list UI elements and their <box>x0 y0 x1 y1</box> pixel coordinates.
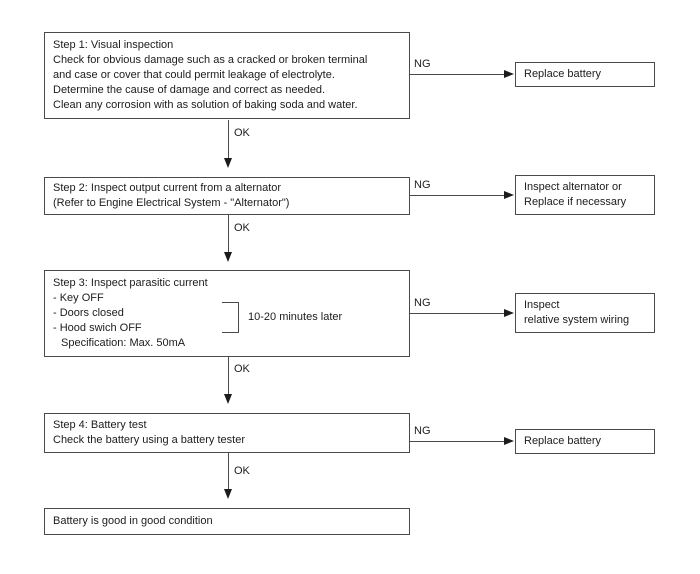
arrow-down-icon <box>224 252 232 262</box>
arrow-right-icon <box>504 309 514 317</box>
ng-label: NG <box>414 58 431 70</box>
arrow-right-icon <box>504 191 514 199</box>
text-line: Inspect alternator or <box>524 181 622 193</box>
ng-arrow-line <box>410 313 504 314</box>
text-line: Check the battery using a battery tester <box>53 434 245 446</box>
text-line: - Key OFF <box>53 292 104 304</box>
text-line: Step 1: Visual inspection <box>53 39 174 51</box>
text-line: Replace if necessary <box>524 196 627 208</box>
ok-label: OK <box>234 127 250 139</box>
step3-parasitic-current-box: Step 3: Inspect parasitic current - Key … <box>44 270 410 357</box>
arrow-right-icon <box>504 70 514 78</box>
text-line: Step 2: Inspect output current from a al… <box>53 182 282 194</box>
text-line: - Hood swich OFF <box>53 322 142 334</box>
text-line: relative system wiring <box>524 314 630 326</box>
text-line: Clean any corrosion with as solution of … <box>53 99 358 111</box>
bracket-vertical-line <box>238 302 239 333</box>
arrow-down-icon <box>224 394 232 404</box>
text-line: Replace battery <box>524 68 602 80</box>
text-line: Determine the cause of damage and correc… <box>53 84 326 96</box>
replace-battery-box-2: Replace battery <box>515 429 655 454</box>
bracket-note: 10-20 minutes later <box>248 311 343 323</box>
text-line: (Refer to Engine Electrical System - "Al… <box>53 197 290 209</box>
ok-arrow-line <box>228 357 229 394</box>
ok-arrow-line <box>228 453 229 489</box>
inspect-wiring-box: Inspect relative system wiring <box>515 293 655 333</box>
ok-label: OK <box>234 465 250 477</box>
text-line: Step 3: Inspect parasitic current <box>53 277 208 289</box>
arrow-down-icon <box>224 489 232 499</box>
arrow-down-icon <box>224 158 232 168</box>
text-line: Step 4: Battery test <box>53 419 147 431</box>
step4-battery-test-box: Step 4: Battery test Check the battery u… <box>44 413 410 453</box>
inspect-alternator-box: Inspect alternator or Replace if necessa… <box>515 175 655 215</box>
arrow-right-icon <box>504 437 514 445</box>
text-line: Replace battery <box>524 435 602 447</box>
bracket-bottom-tick <box>222 332 239 333</box>
text-line: - Doors closed <box>53 307 124 319</box>
ok-label: OK <box>234 363 250 375</box>
ng-arrow-line <box>410 74 504 75</box>
bracket-top-tick <box>222 302 239 303</box>
ok-label: OK <box>234 222 250 234</box>
text-line: and case or cover that could permit leak… <box>53 69 335 81</box>
text-line: Inspect <box>524 299 560 311</box>
text-line: Check for obvious damage such as a crack… <box>53 54 368 66</box>
ng-label: NG <box>414 425 431 437</box>
ng-label: NG <box>414 297 431 309</box>
text-line: Specification: Max. 50mA <box>61 337 186 349</box>
ng-label: NG <box>414 179 431 191</box>
text-line: Battery is good in good condition <box>53 515 213 527</box>
battery-good-box: Battery is good in good condition <box>44 508 410 535</box>
ng-arrow-line <box>410 441 504 442</box>
step2-alternator-output-box: Step 2: Inspect output current from a al… <box>44 177 410 215</box>
ok-arrow-line <box>228 120 229 158</box>
step1-visual-inspection-box: Step 1: Visual inspection Check for obvi… <box>44 32 410 119</box>
ng-arrow-line <box>410 195 504 196</box>
replace-battery-box-1: Replace battery <box>515 62 655 87</box>
ok-arrow-line <box>228 215 229 252</box>
